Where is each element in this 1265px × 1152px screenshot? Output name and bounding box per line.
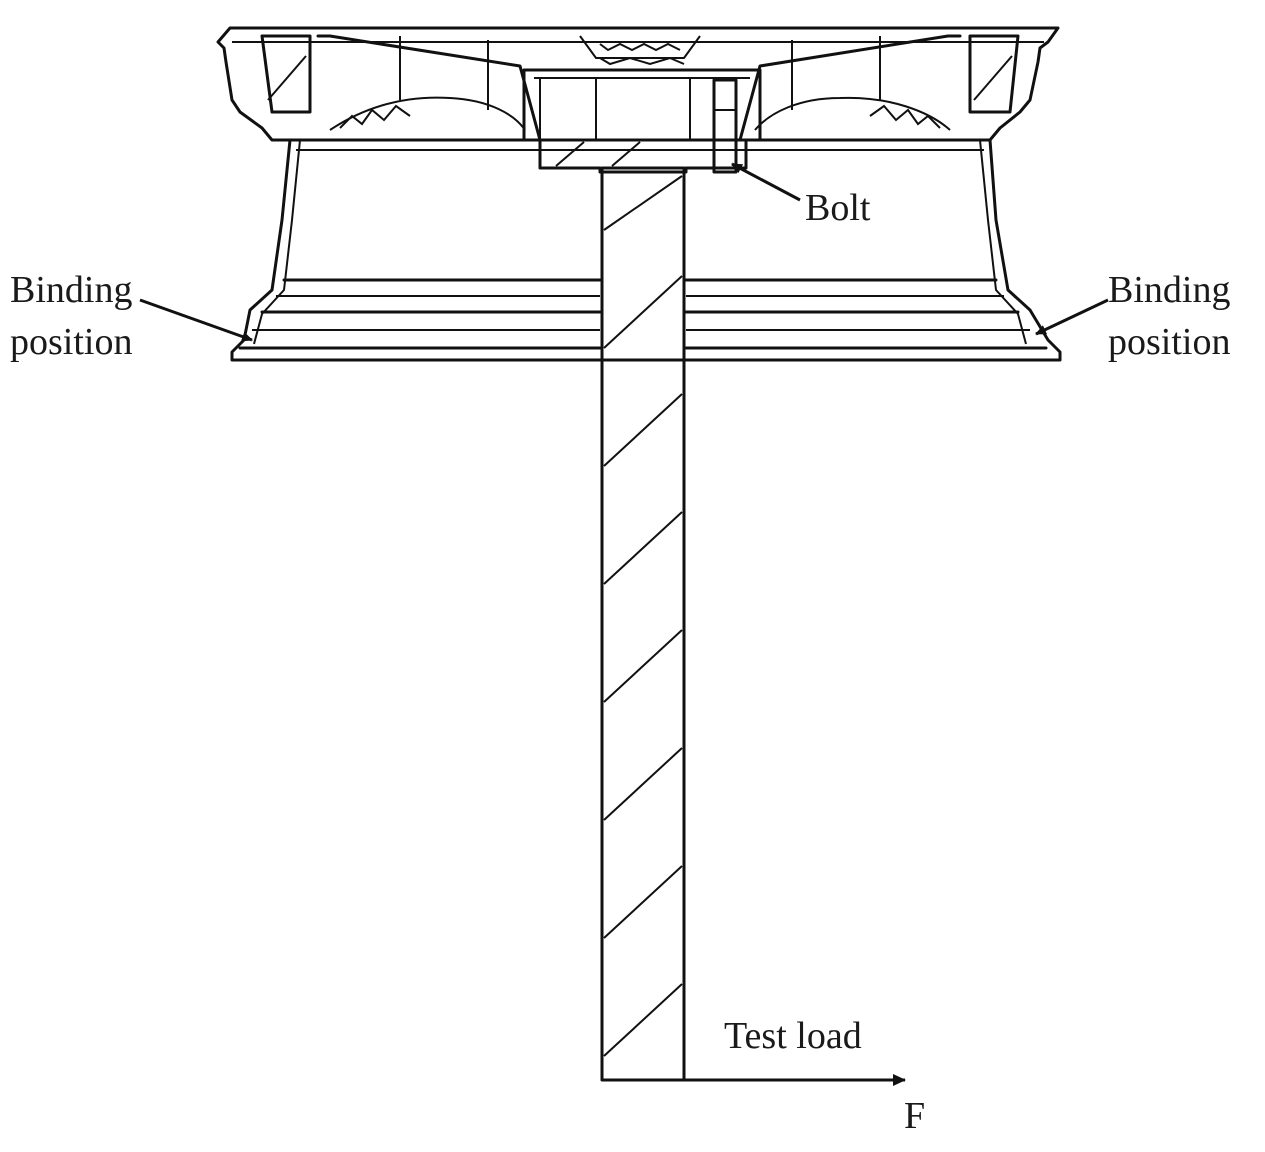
binding-right-label-line1: Binding — [1108, 269, 1230, 311]
bolt-leader-arrow — [731, 162, 801, 202]
hub-mount — [522, 68, 762, 174]
loading-shaft — [600, 166, 686, 1082]
wheel-rim — [216, 26, 1062, 362]
binding-right-label-line2: position — [1108, 321, 1230, 363]
binding-left-leader-arrow — [139, 298, 253, 342]
bolt-label: Bolt — [805, 187, 871, 229]
bolt — [712, 78, 738, 174]
binding-right-leader-arrow — [1035, 298, 1109, 336]
binding-left-label-line1: Binding — [10, 269, 132, 311]
binding-left-label-line2: position — [10, 321, 132, 363]
force-label: F — [904, 1095, 925, 1137]
test-load-label: Test load — [724, 1015, 862, 1057]
